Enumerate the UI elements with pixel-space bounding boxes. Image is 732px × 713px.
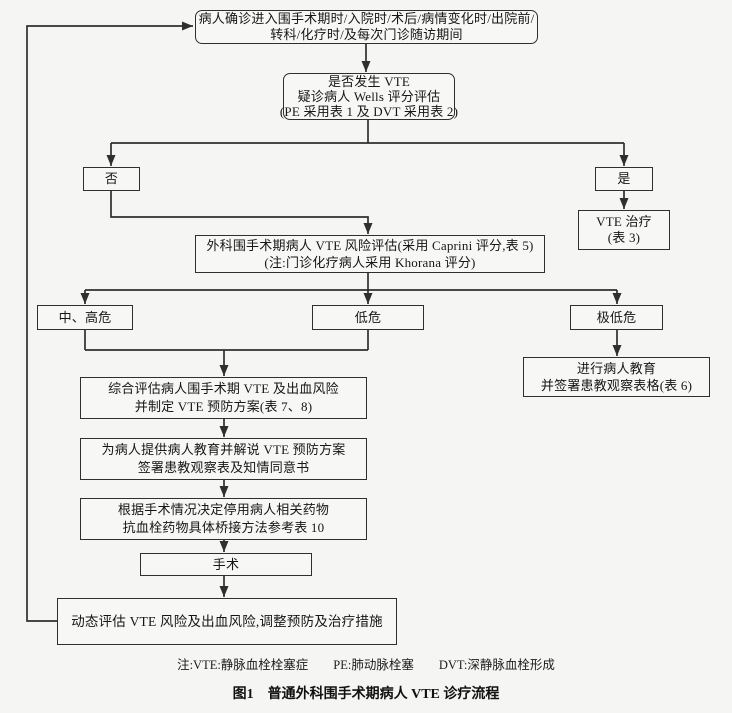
comprehensive-line-1: 综合评估病人围手术期 VTE 及出血风险 <box>108 381 339 396</box>
patient-education-line-1: 进行病人教育 <box>576 361 657 376</box>
flow-node-dynamic-assessment: 动态评估 VTE 风险及出血风险,调整预防及治疗措施 <box>57 598 397 645</box>
vte-treatment-line-1: VTE 治疗 <box>596 214 652 229</box>
abbreviation-footnote: 注:VTE:静脉血栓栓塞症 PE:肺动脉栓塞 DVT:深静脉血栓形成 <box>177 658 555 672</box>
stop-drugs-line-2: 抗血栓药物具体桥接方法参考表 10 <box>122 520 325 535</box>
flow-node-low-risk: 低危 <box>312 305 424 330</box>
vte-treatment-line-2: (表 3) <box>607 230 641 245</box>
low-risk-label: 低危 <box>354 309 382 325</box>
flow-node-entry: 病人确诊进入围手术期时/入院时/术后/病情变化时/出院前/ 转科/化疗时/及每次… <box>195 10 538 44</box>
no-to-risk-arrow <box>110 191 373 234</box>
mid-high-risk-label: 中、高危 <box>58 309 112 325</box>
surgery-label: 手术 <box>212 556 240 572</box>
patient-education-line-2: 并签署患教观察表格(表 6) <box>540 378 693 393</box>
flow-node-stop-drugs: 根据手术情况决定停用病人相关药物 抗血栓药物具体桥接方法参考表 10 <box>80 498 367 540</box>
dynamic-assessment-label: 动态评估 VTE 风险及出血风险,调整预防及治疗措施 <box>71 613 383 629</box>
no-label: 否 <box>104 171 119 186</box>
education-consent-line-2: 签署患教观察表及知情同意书 <box>137 460 310 475</box>
flow-node-yes: 是 <box>595 167 653 191</box>
wells-line-2: 疑诊病人 Wells 评分评估 <box>297 89 441 104</box>
figure-caption: 图1 普通外科围手术期病人 VTE 诊疗流程 <box>232 687 500 702</box>
flow-node-wells-assessment: 是否发生 VTE 疑诊病人 Wells 评分评估 (PE 采用表 1 及 DVT… <box>279 73 459 120</box>
flow-node-vte-treatment: VTE 治疗 (表 3) <box>578 210 670 250</box>
flow-node-surgery: 手术 <box>140 553 312 576</box>
flow-node-comprehensive-assessment: 综合评估病人围手术期 VTE 及出血风险 并制定 VTE 预防方案(表 7、8) <box>80 377 367 419</box>
flow-node-patient-education: 进行病人教育 并签署患教观察表格(表 6) <box>523 357 710 397</box>
wells-line-3: (PE 采用表 1 及 DVT 采用表 2) <box>279 104 459 119</box>
yes-label: 是 <box>617 171 631 186</box>
wells-line-1: 是否发生 VTE <box>327 74 411 89</box>
entry-line-1: 病人确诊进入围手术期时/入院时/术后/病情变化时/出院前/ <box>198 11 535 26</box>
education-consent-line-1: 为病人提供病人教育并解说 VTE 预防方案 <box>101 442 346 457</box>
flow-node-risk-assessment: 外科围手术期病人 VTE 风险评估(采用 Caprini 评分,表 5) (注:… <box>195 235 545 273</box>
flow-node-very-low-risk: 极低危 <box>570 305 663 330</box>
flow-node-mid-high-risk: 中、高危 <box>37 305 133 330</box>
flow-node-no: 否 <box>83 167 140 191</box>
risk-line-1: 外科围手术期病人 VTE 风险评估(采用 Caprini 评分,表 5) <box>206 238 534 253</box>
risk-line-2: (注:门诊化疗病人采用 Khorana 评分) <box>264 255 476 270</box>
stop-drugs-line-1: 根据手术情况决定停用病人相关药物 <box>117 502 330 517</box>
very-low-risk-label: 极低危 <box>596 309 637 325</box>
entry-line-2: 转科/化疗时/及每次门诊随访期间 <box>270 27 463 42</box>
flow-node-education-consent: 为病人提供病人教育并解说 VTE 预防方案 签署患教观察表及知情同意书 <box>80 438 367 480</box>
comprehensive-line-2: 并制定 VTE 预防方案(表 7、8) <box>134 399 313 414</box>
